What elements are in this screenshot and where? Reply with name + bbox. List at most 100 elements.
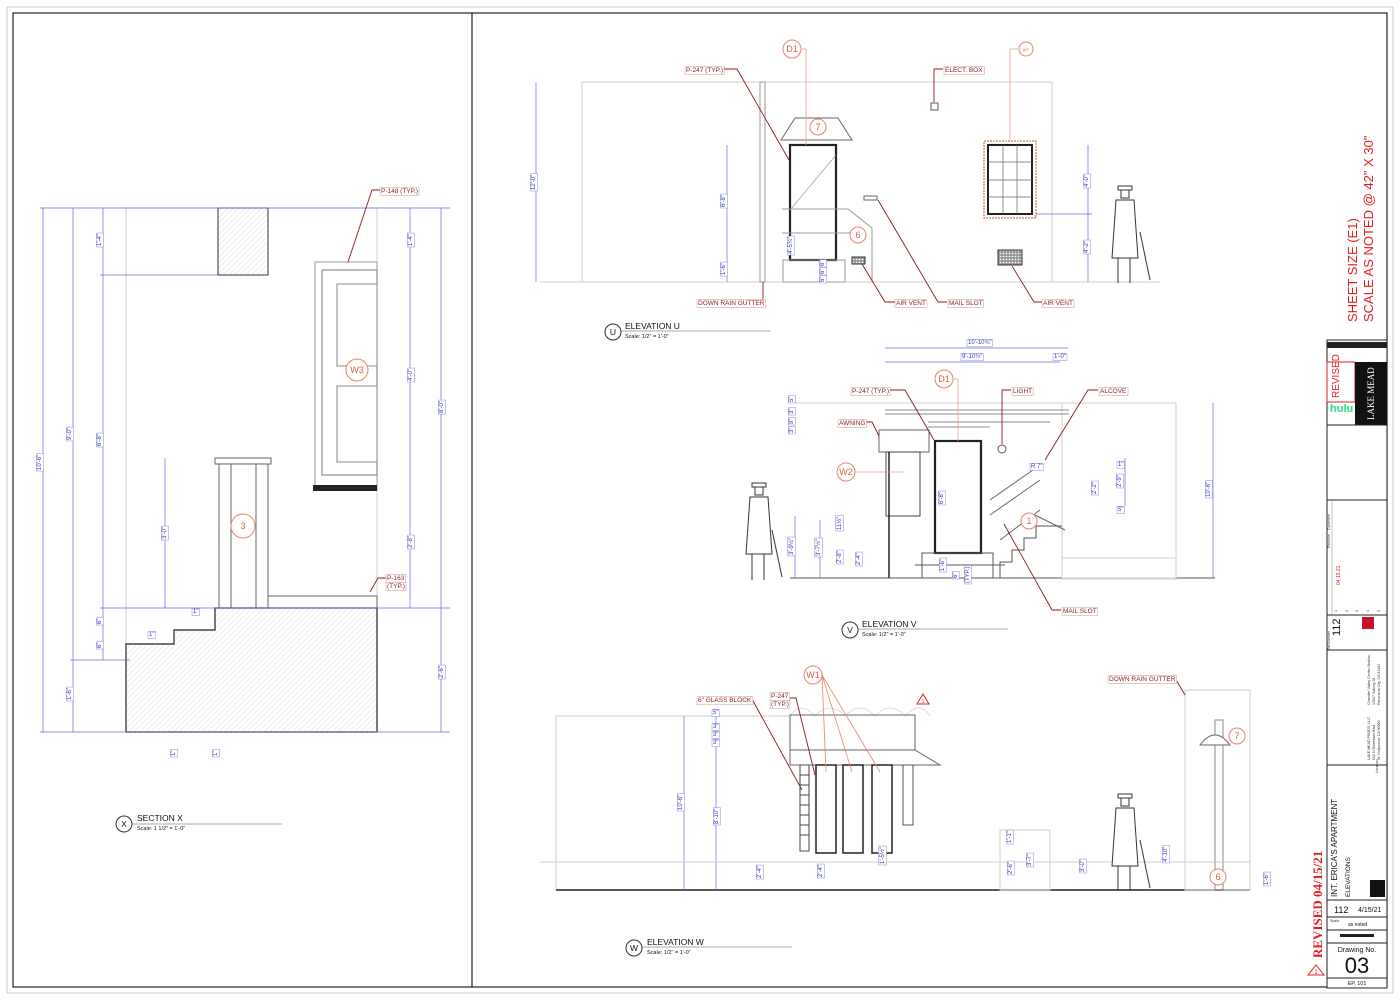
label-box [819,259,827,268]
dimension: 6" [97,643,103,648]
label-box [438,399,446,415]
label-box [1091,480,1099,496]
studio-address: 13927 Saticoy St. [1372,677,1376,705]
window-tag: W2 [839,467,853,477]
label-box [814,537,823,558]
view-letter: V [847,625,853,635]
revision-triangle-icon [1306,964,1326,976]
brand-logo: hulu [1330,403,1353,415]
label-box [836,549,844,565]
detail-tag: 6 [1215,872,1220,882]
studio-address: Panorama City, CA 91402 [1377,664,1381,705]
section-x-dimensions: 10'-6" 9'-0" 1'-6" 1'-4" 6'-8" 6" 6" 3'-… [36,232,446,758]
label-box [947,299,984,308]
label-box [1116,461,1125,469]
dimension: 6" [953,573,959,578]
view-scale: Scale: 1 1/2" = 1'-0" [137,826,185,832]
label-box [66,426,74,442]
label-box [530,173,538,192]
section-x-title: X SECTION X Scale: 1 1/2" = 1'-0" [115,813,282,833]
label-box [960,353,984,361]
view-title: ELEVATION V [862,619,917,629]
dimension: 4'-0" [1084,175,1090,187]
detail-tag: 1 [1026,516,1031,526]
revision-row: 4 [1366,610,1370,612]
detail-tag-icon [230,513,256,539]
section-x [40,207,450,733]
label-box [788,417,796,426]
scale-label: Scale: [1330,919,1340,923]
label-box [788,407,796,416]
label-box [952,571,960,580]
set-number-small: 112 [1334,905,1348,915]
view-letter: X [121,819,127,829]
label-box [720,261,728,277]
callout-label: P-163 [387,575,405,582]
callout-label: P-247 (TYP.) [686,67,723,74]
drawing-title: ELEVATIONS [1345,856,1352,897]
dimension: 1'-0" [1054,354,1066,360]
label-box [696,299,766,308]
dimension: 1'-4" [408,234,414,246]
label-box [855,551,863,567]
label-box [684,66,725,75]
label-box [756,864,764,880]
elevation-w-dimensions: 5" 3" 3" 3" 10'-6" 8'-10" 2'-4" 2'-4" 1'… [677,709,1271,887]
label-box [161,525,169,541]
studio-address: Chandler Valley Center Studios [1367,655,1371,705]
dimension: 2'-6" [439,666,445,678]
elevation-u-dimensions: 12'-0" 6'-8" 1'-6" 4'-5¾" 6" 6" 6" 4'-0"… [530,173,1091,284]
elevation-w-title: W ELEVATION W Scale: 1/2" = 1'-0" [625,937,792,957]
label-box [66,686,74,702]
detail-tag-icon [1228,727,1246,745]
dimension: 9" [789,419,795,424]
detail-tag: 3 [240,521,245,531]
dimension: 1'-5½" [879,847,886,864]
dimension: 3'-9½" [788,538,795,555]
dimension: 6" [97,619,103,624]
dimension: 3'-0" [162,527,168,539]
detail-tag-icon [1209,868,1227,886]
dimension: 6" [820,269,826,274]
label-box [1116,506,1125,514]
elevation-v [745,347,1215,580]
revision-row: 3 [1355,610,1359,612]
label-box [147,631,156,639]
door-tag-icon [782,39,802,59]
dimension: 2'-9" [1117,475,1123,487]
callout-label: DOWN RAIN GUTTER [1109,676,1176,683]
drawing-date: 4/15/21 [1358,907,1381,914]
view-letter: W [630,943,638,953]
elevation-w [540,689,1251,891]
detail-tag: 6 [855,230,860,240]
dimension: 3'-0" [1080,860,1086,872]
dimension: (TYP.) [965,566,971,583]
callout-label: (TYP.) [387,583,405,590]
sheet-code: EP. 101 [1348,981,1367,987]
set-name: INT. ERICA'S APARTMENT [1330,799,1339,897]
callout-label: ELECT. BOX [945,67,983,74]
dimension: 5" [789,397,795,402]
dimension: 1" [1118,462,1123,468]
dimension: 8'-10" [714,809,720,824]
label-box [407,232,415,248]
window-tag: WT [1023,47,1030,52]
production-name: LAKE MEAD [1366,367,1376,420]
label-box [1083,239,1091,255]
callout-label: MAIL SLOT [1063,608,1097,615]
company-address: W. Hollywood, CA 90069 [1377,720,1381,760]
revision-row: 5 [1377,610,1381,612]
callout-label: 6" GLASS BLOCK [698,697,752,704]
elevation-u-title: U ELEVATION U Scale: 1/2" = 1'-0" [604,321,771,341]
label-box [1162,845,1170,864]
dimension: 1" [193,609,198,615]
dimension: 3" [789,428,795,433]
dimension: 3'-7" [1027,854,1033,866]
view-title: ELEVATION U [625,321,680,331]
callout-label: P-148 (TYP.) [381,188,418,195]
label-box [769,700,791,709]
callout-label: P-247 [771,693,789,700]
label-box [711,731,720,739]
label-box [407,367,415,383]
revision-column-header: Revision [1327,534,1331,548]
